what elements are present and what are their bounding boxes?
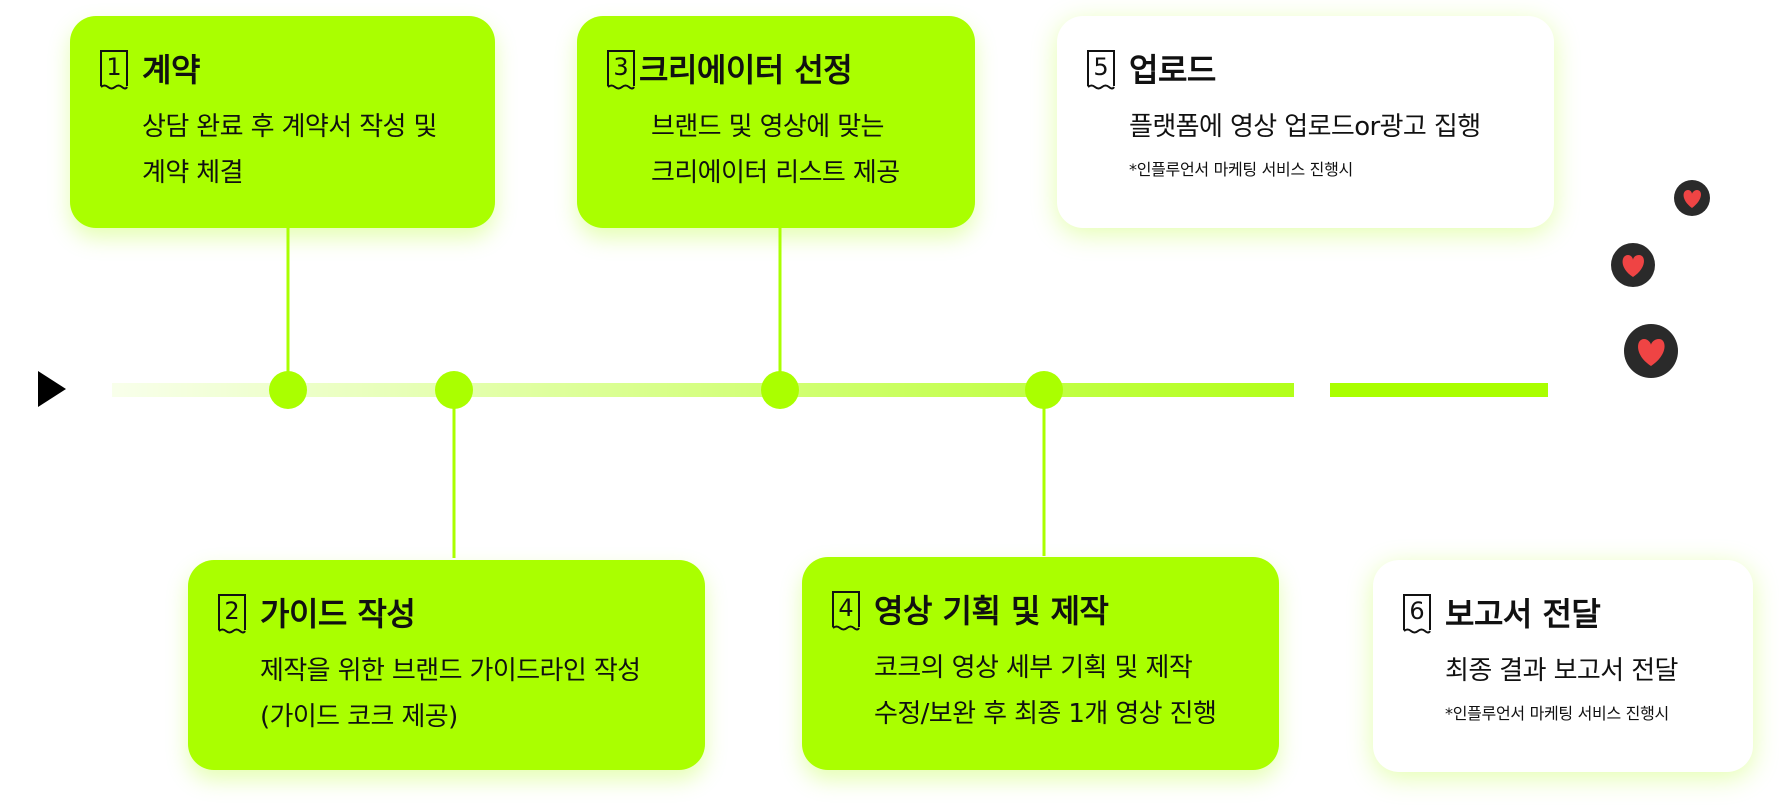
- step-desc-line: 상담 완료 후 계약서 작성 및: [142, 112, 437, 142]
- play-icon: [38, 371, 66, 407]
- step-desc-line: 크리에이터 리스트 제공: [651, 158, 900, 188]
- timeline-node-3: [761, 371, 799, 409]
- step-title: 크리에이터 선정: [639, 51, 853, 89]
- timeline-track: [112, 383, 1294, 397]
- step-desc-line: 제작을 위한 브랜드 가이드라인 작성: [260, 656, 641, 686]
- step-desc-line: 브랜드 및 영상에 맞는: [651, 112, 884, 142]
- step-number-icon: 5: [1087, 50, 1115, 90]
- step-card-1: 1 계약 상담 완료 후 계약서 작성 및 계약 체결: [70, 16, 495, 228]
- step-number-icon: 1: [100, 50, 128, 90]
- step-title: 업로드: [1129, 51, 1216, 89]
- heart-icon: [1611, 243, 1655, 287]
- step-title: 가이드 작성: [260, 595, 416, 633]
- step-card-5: 5 업로드 플랫폼에 영상 업로드or광고 집행 *인플루언서 마케팅 서비스 …: [1057, 16, 1554, 228]
- timeline-node-4: [1025, 371, 1063, 409]
- step-card-4: 4 영상 기획 및 제작 코크의 영상 세부 기획 및 제작 수정/보완 후 최…: [802, 557, 1279, 770]
- step-card-3: 3 크리에이터 선정 브랜드 및 영상에 맞는 크리에이터 리스트 제공: [577, 16, 975, 228]
- step-card-6: 6 보고서 전달 최종 결과 보고서 전달 *인플루언서 마케팅 서비스 진행시: [1373, 560, 1753, 772]
- step-card-2: 2 가이드 작성 제작을 위한 브랜드 가이드라인 작성 (가이드 코크 제공): [188, 560, 705, 770]
- step-desc-line: 계약 체결: [142, 158, 244, 188]
- step-desc-line: 수정/보완 후 최종 1개 영상 진행: [874, 699, 1217, 729]
- step-note: *인플루언서 마케팅 서비스 진행시: [1445, 704, 1669, 723]
- timeline-node-1: [269, 371, 307, 409]
- step-desc-line: 코크의 영상 세부 기획 및 제작: [874, 653, 1193, 683]
- step-number-icon: 2: [218, 594, 246, 634]
- step-number-icon: 6: [1403, 594, 1431, 634]
- step-desc-line: 플랫폼에 영상 업로드or광고 집행: [1129, 112, 1481, 142]
- step-number-icon: 3: [607, 50, 635, 90]
- step-title: 영상 기획 및 제작: [874, 592, 1109, 630]
- step-desc-line: (가이드 코크 제공): [260, 702, 458, 732]
- step-desc-line: 최종 결과 보고서 전달: [1445, 656, 1678, 686]
- heart-icon: [1674, 180, 1710, 216]
- timeline-node-2: [435, 371, 473, 409]
- step-title: 계약: [142, 51, 200, 89]
- step-note: *인플루언서 마케팅 서비스 진행시: [1129, 160, 1353, 179]
- step-title: 보고서 전달: [1445, 595, 1601, 633]
- heart-icon: [1624, 324, 1678, 378]
- step-number-icon: 4: [832, 591, 860, 631]
- timeline-track-end: [1330, 383, 1548, 397]
